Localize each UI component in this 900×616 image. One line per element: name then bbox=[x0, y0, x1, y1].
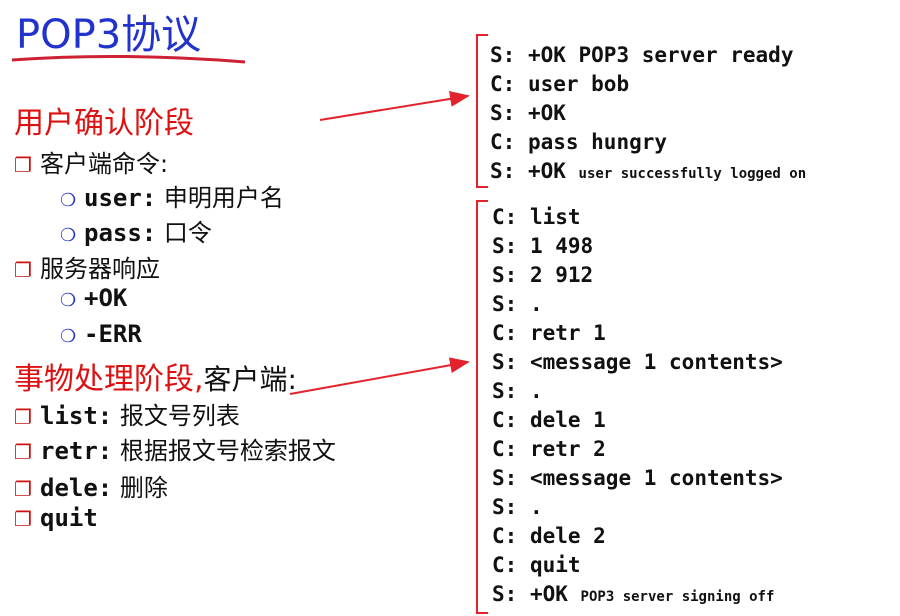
session-line: C: dele 2 bbox=[492, 524, 606, 548]
session-line: S: 2 912 bbox=[492, 263, 594, 287]
session-line: C: dele 1 bbox=[492, 408, 606, 432]
session-line: S: 1 498 bbox=[492, 234, 594, 258]
dele-command-item: ❐dele: 删除 bbox=[14, 474, 168, 502]
circle-bullet-icon: ❍ bbox=[60, 326, 77, 347]
ok-response-item: ❍+OK bbox=[60, 284, 128, 312]
session-line: S: +OK POP3 server ready bbox=[490, 43, 794, 67]
session-line: C: retr 2 bbox=[492, 437, 606, 461]
server-responses-item: ❐服务器响应 bbox=[14, 255, 160, 283]
square-bullet-icon: ❐ bbox=[14, 153, 32, 177]
session-line: S: . bbox=[492, 379, 543, 403]
transaction-session: C: list S: 1 498 S: 2 912 S: . C: retr 1… bbox=[492, 203, 783, 609]
session-line: S: +OK POP3 server signing off bbox=[492, 582, 775, 606]
square-bullet-icon: ❐ bbox=[14, 405, 32, 429]
slide-title: POP3协议 bbox=[16, 12, 202, 58]
quit-command-item: ❐quit bbox=[14, 504, 98, 532]
transaction-phase-heading: 事物处理阶段,客户端: bbox=[14, 362, 297, 397]
session-line: S: . bbox=[492, 495, 543, 519]
user-command-item: ❍user: 申明用户名 bbox=[60, 184, 284, 212]
square-bullet-icon: ❐ bbox=[14, 507, 32, 531]
transaction-session-bracket bbox=[476, 200, 488, 614]
title-underline bbox=[11, 54, 246, 64]
session-line: S: <message 1 contents> bbox=[492, 466, 783, 490]
retr-command-item: ❐retr: 根据报文号检索报文 bbox=[14, 437, 336, 465]
session-line: S: +OK user successfully logged on bbox=[490, 159, 807, 183]
auth-phase-heading: 用户确认阶段 bbox=[14, 106, 194, 141]
session-line: S: +OK bbox=[490, 101, 566, 125]
session-line: C: list bbox=[492, 205, 581, 229]
session-line: S: . bbox=[492, 292, 543, 316]
pass-command-item: ❍pass: 口令 bbox=[60, 219, 212, 247]
square-bullet-icon: ❐ bbox=[14, 477, 32, 501]
square-bullet-icon: ❐ bbox=[14, 440, 32, 464]
list-command-item: ❐list: 报文号列表 bbox=[14, 402, 240, 430]
session-line: C: user bob bbox=[490, 72, 630, 96]
circle-bullet-icon: ❍ bbox=[60, 225, 77, 246]
auth-session: S: +OK POP3 server ready C: user bob S: … bbox=[490, 41, 806, 186]
circle-bullet-icon: ❍ bbox=[60, 290, 77, 311]
session-line: C: retr 1 bbox=[492, 321, 606, 345]
client-commands-item: ❐客户端命令: bbox=[14, 150, 169, 178]
square-bullet-icon: ❐ bbox=[14, 258, 32, 282]
session-line: C: pass hungry bbox=[490, 130, 668, 154]
auth-session-bracket bbox=[476, 34, 488, 188]
circle-bullet-icon: ❍ bbox=[60, 190, 77, 211]
err-response-item: ❍-ERR bbox=[60, 320, 142, 348]
auth-arrow bbox=[319, 90, 470, 121]
session-line: S: <message 1 contents> bbox=[492, 350, 783, 374]
transaction-arrow bbox=[289, 357, 470, 395]
session-line: C: quit bbox=[492, 553, 581, 577]
